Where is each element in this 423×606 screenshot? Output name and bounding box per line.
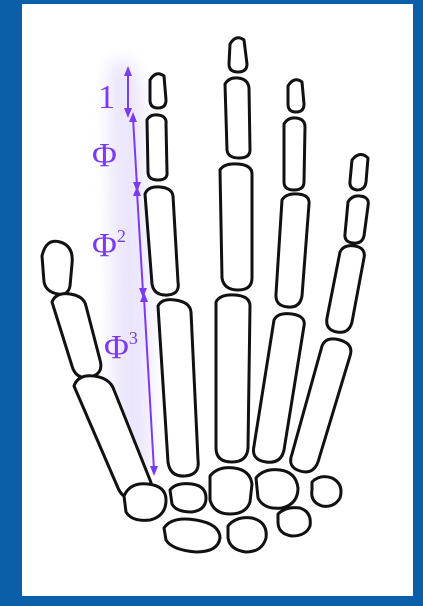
index-proximal-phalanx <box>145 187 178 295</box>
ring-proximal-phalanx <box>276 194 309 307</box>
label-phi-squared-exponent: 2 <box>117 226 126 246</box>
middle-distal-phalanx <box>229 38 247 72</box>
carpal-scaphoid <box>164 519 220 552</box>
little-distal-phalanx <box>350 154 368 190</box>
index-metacarpal <box>158 300 198 476</box>
label-phi-cubed-base: Φ <box>104 329 129 366</box>
middle-proximal-phalanx <box>220 164 252 290</box>
carpal-trapezoid <box>170 484 206 512</box>
little-middle-phalanx <box>345 196 368 243</box>
thumb-distal-phalanx <box>42 241 72 294</box>
carpal-triquetrum <box>278 508 310 536</box>
carpal-pisiform <box>312 477 341 507</box>
label-one: 1 <box>98 79 115 116</box>
label-phi: Φ <box>92 137 117 174</box>
label-phi-squared-base: Φ <box>92 227 117 264</box>
thumb-proximal-phalanx <box>52 294 101 378</box>
index-middle-phalanx <box>147 115 167 180</box>
index-distal-phalanx <box>150 74 166 108</box>
label-phi-cubed-exponent: 3 <box>129 328 138 348</box>
middle-metacarpal <box>216 295 250 462</box>
carpal-hamate <box>256 470 298 509</box>
bones-group <box>42 38 368 552</box>
ring-distal-phalanx <box>288 80 304 112</box>
carpal-trapezium <box>124 484 166 521</box>
middle-middle-phalanx <box>225 78 250 158</box>
carpal-lunate <box>228 518 266 552</box>
ring-middle-phalanx <box>284 118 305 190</box>
little-proximal-phalanx <box>327 246 365 333</box>
arrowhead <box>150 466 158 476</box>
carpal-capitate <box>210 468 252 514</box>
